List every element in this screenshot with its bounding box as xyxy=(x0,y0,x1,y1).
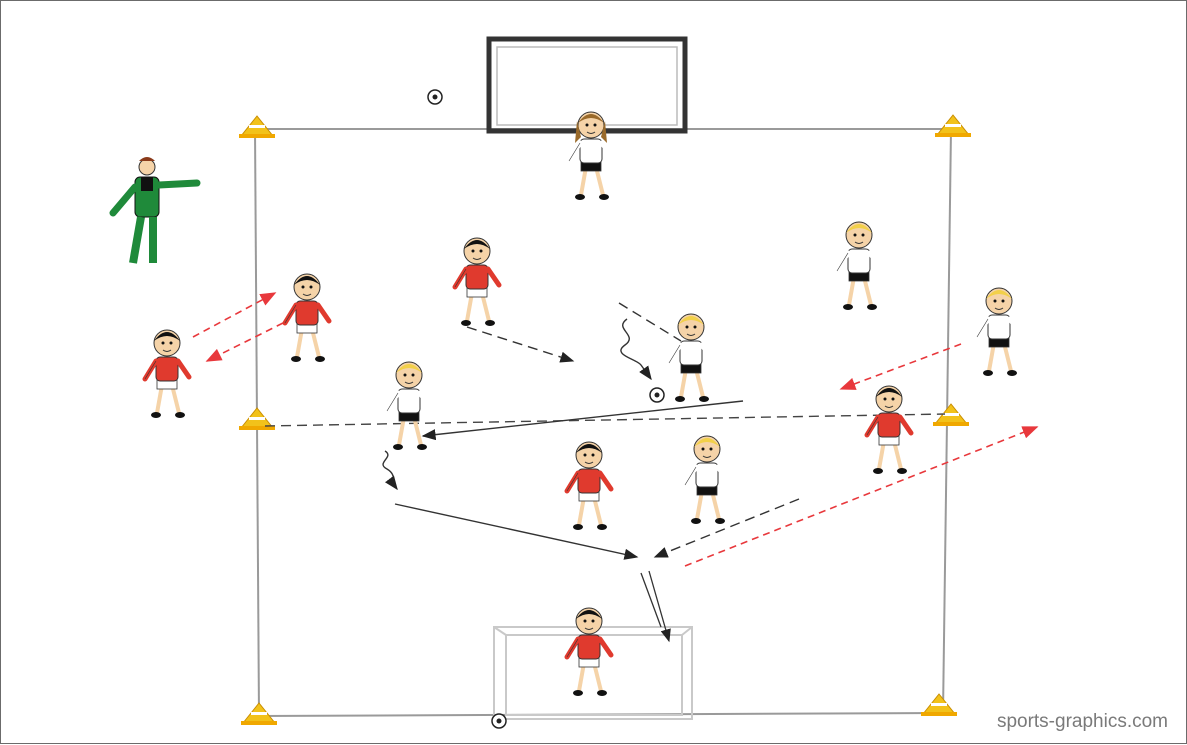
white-team-player xyxy=(685,436,729,524)
movement-lines xyxy=(193,293,1037,641)
red-team-player xyxy=(285,274,329,362)
cone-icon xyxy=(239,408,275,430)
ball-icon xyxy=(492,714,506,728)
ball-icon xyxy=(428,90,442,104)
cone-icon xyxy=(921,694,957,716)
red-team-player xyxy=(867,386,911,474)
cone-icon xyxy=(239,116,275,138)
credit-text: sports-graphics.com xyxy=(997,711,1168,733)
white-team-player xyxy=(669,314,713,402)
goalkeeper-figure xyxy=(567,608,611,696)
red-team-player xyxy=(455,238,499,326)
cone-icon xyxy=(241,703,277,725)
red-team-player xyxy=(145,330,189,418)
cone-icon xyxy=(935,115,971,137)
red-team-player xyxy=(567,442,611,530)
white-team-player xyxy=(837,222,881,310)
coach-icon xyxy=(113,157,197,263)
white-team-player xyxy=(977,288,1021,376)
ball-icon xyxy=(650,388,664,402)
players-layer xyxy=(145,112,1021,696)
white-team-player xyxy=(387,362,431,450)
cone-icon xyxy=(933,404,969,426)
